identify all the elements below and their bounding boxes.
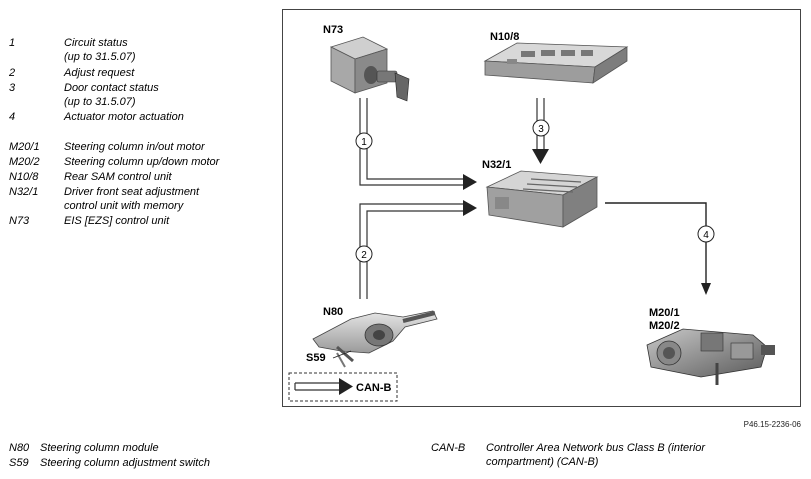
legend-desc: Adjust request <box>64 67 135 79</box>
marker-1-label: 1 <box>361 137 367 148</box>
n80-label: N80 <box>323 306 343 318</box>
legend-desc: Steering column adjustment switch <box>40 457 210 469</box>
legend-desc: Steering column up/down motor <box>64 156 220 168</box>
m20-steering-column-motors-icon <box>646 328 775 385</box>
legend-bottom-left: N80 Steering column module S59 Steering … <box>9 442 309 474</box>
can-b-legend-label: CAN-B <box>356 382 391 394</box>
figure-reference: P46.15-2236-06 <box>743 420 801 429</box>
s59-label: S59 <box>306 352 326 364</box>
legend-code: M20/1 <box>9 141 40 153</box>
n73-eis-control-unit-icon <box>329 36 410 102</box>
diagram-frame: N73 N10/8 N32/1 1 2 <box>282 9 801 407</box>
legend-desc: control unit with memory <box>64 200 184 212</box>
n32-1-seat-control-unit-icon <box>485 170 599 228</box>
legend-code: 3 <box>9 82 16 94</box>
legend-bottom-right: CAN-B Controller Area Network bus Class … <box>431 442 801 474</box>
legend-code: 1 <box>9 37 16 49</box>
wiring-diagram: N73 N10/8 N32/1 1 2 <box>288 24 775 402</box>
s59-adjustment-switch-icon <box>332 345 354 368</box>
legend-desc: Door contact status <box>64 82 159 94</box>
legend-code: N32/1 <box>9 186 39 198</box>
legend-desc: Steering column module <box>40 442 159 454</box>
n73-label: N73 <box>323 24 343 36</box>
legend-desc: Rear SAM control unit <box>64 171 172 183</box>
legend-desc: (up to 31.5.07) <box>64 51 136 63</box>
legend-code: N10/8 <box>9 171 39 183</box>
legend-code: M20/2 <box>9 156 40 168</box>
legend-desc: Actuator motor actuation <box>64 111 184 123</box>
legend-code: N73 <box>9 215 30 227</box>
m20-1-label: M20/1 <box>649 307 680 319</box>
legend-desc: Steering column in/out motor <box>64 141 205 153</box>
legend-desc: Driver front seat adjustment <box>64 186 200 198</box>
legend-code: 2 <box>9 67 16 79</box>
n32-1-label: N32/1 <box>482 159 511 171</box>
legend-desc: compartment) (CAN-B) <box>486 456 599 468</box>
legend-desc: (up to 31.5.07) <box>64 96 136 108</box>
marker-2-label: 2 <box>361 250 367 261</box>
legend-code: N80 <box>9 442 30 454</box>
marker-4-label: 4 <box>703 230 709 241</box>
legend-top: 1 Circuit status (up to 31.5.07) 2 Adjus… <box>9 37 279 237</box>
can-b-legend-box <box>288 372 398 402</box>
legend-code: 4 <box>9 111 16 123</box>
n80-steering-column-module-icon <box>312 310 438 354</box>
n10-8-rear-sam-icon <box>483 42 629 84</box>
signal-line-2 <box>359 200 477 299</box>
legend-code: S59 <box>9 457 29 469</box>
legend-desc: Controller Area Network bus Class B (int… <box>486 442 706 454</box>
marker-1 <box>355 132 373 150</box>
marker-3-label: 3 <box>538 124 544 135</box>
legend-desc: EIS [EZS] control unit <box>64 215 170 227</box>
marker-4 <box>697 225 715 243</box>
legend-desc: Circuit status <box>64 37 128 49</box>
marker-3 <box>532 119 550 137</box>
signal-line-4 <box>605 202 711 295</box>
signal-line-1 <box>359 98 477 190</box>
n10-8-label: N10/8 <box>490 31 519 43</box>
marker-2 <box>355 245 373 263</box>
legend-code: CAN-B <box>431 442 466 454</box>
m20-2-label: M20/2 <box>649 320 680 332</box>
